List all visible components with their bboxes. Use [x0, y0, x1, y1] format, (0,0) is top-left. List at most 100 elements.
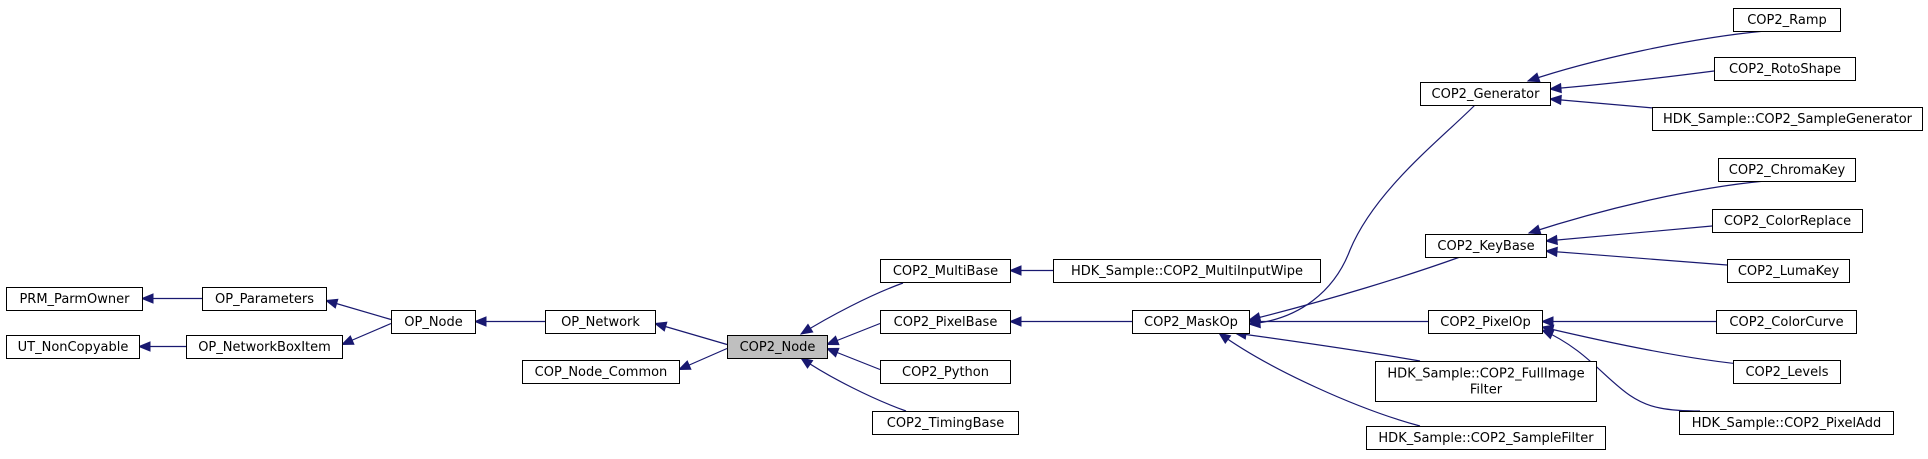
edge-cop2node-pixelbase-arrowhead [825, 335, 840, 346]
edge-generator-ramp-arrowhead [1526, 72, 1541, 83]
edge-opparams-opnode-arrowhead [324, 298, 339, 309]
node-colorcurve[interactable]: COP2_ColorCurve [1716, 310, 1857, 334]
edge-maskop-samplefilter-arrowhead [1217, 332, 1232, 344]
node-box [1712, 209, 1863, 233]
node-samplegen[interactable]: HDK_Sample::COP2_SampleGenerator [1652, 107, 1923, 131]
node-box [1714, 57, 1856, 81]
node-box [880, 310, 1011, 334]
node-label: HDK_Sample::COP2_SampleFilter [1378, 431, 1594, 446]
edge-prm-opparams-arrowhead [140, 293, 154, 304]
edge-generator-samplegen [1549, 98, 1666, 110]
node-python[interactable]: COP2_Python [880, 360, 1011, 384]
node-box [1425, 234, 1547, 258]
edge-maskop-generator [1248, 104, 1476, 325]
node-prm[interactable]: PRM_ParmOwner [6, 287, 143, 311]
edge-pixelop-pixeladd-arrowhead [1540, 329, 1555, 340]
edge-keybase-lumakey [1545, 250, 1728, 266]
node-lumakey[interactable]: COP2_LumaKey [1727, 259, 1850, 283]
node-box [391, 310, 476, 334]
edge-cop2node-python-arrowhead [825, 347, 840, 358]
node-box [1053, 259, 1321, 283]
node-maskop[interactable]: COP2_MaskOp [1132, 310, 1250, 334]
node-label: COP2_Levels [1745, 365, 1828, 380]
node-label: OP_Network [561, 315, 640, 330]
edge-maskop-samplefilter [1218, 332, 1421, 427]
node-pixelbase[interactable]: COP2_PixelBase [880, 310, 1011, 334]
edge-pixelop-pixeladd [1541, 329, 1701, 412]
edges-layer [137, 30, 1766, 427]
node-box [727, 335, 828, 359]
edge-generator-roto [1549, 70, 1715, 90]
node-label: UT_NonCopyable [18, 340, 129, 355]
node-label: COP2_ColorCurve [1729, 315, 1843, 330]
edge-opnet-cop2node [654, 322, 728, 346]
edge-keybase-colorreplace-arrowhead [1544, 234, 1558, 246]
node-label: COP2_Ramp [1747, 13, 1827, 28]
node-label: COP2_Generator [1432, 87, 1541, 102]
node-box [1652, 107, 1923, 131]
node-opnbi[interactable]: OP_NetworkBoxItem [186, 335, 343, 359]
edge-cop2node-multibase-arrowhead [799, 323, 814, 335]
node-label: OP_NetworkBoxItem [198, 340, 331, 355]
node-levels[interactable]: COP2_Levels [1733, 360, 1841, 384]
node-samplefilter[interactable]: HDK_Sample::COP2_SampleFilter [1366, 426, 1606, 450]
node-label: COP2_ColorReplace [1724, 214, 1851, 229]
node-box [1716, 310, 1857, 334]
edge-opnbi-opnode-arrowhead [340, 335, 355, 346]
node-multibase[interactable]: COP2_MultiBase [880, 259, 1011, 283]
node-label: COP2_PixelBase [894, 315, 998, 330]
node-generator[interactable]: COP2_Generator [1420, 82, 1551, 106]
edge-keybase-lumakey-arrowhead [1544, 246, 1558, 258]
node-box [6, 335, 140, 359]
node-opnode[interactable]: OP_Node [391, 310, 476, 334]
edge-pixelop-levels [1541, 326, 1751, 366]
node-opnet[interactable]: OP_Network [545, 310, 656, 334]
node-label: PRM_ParmOwner [19, 292, 130, 307]
node-box [202, 287, 327, 311]
edge-keybase-chroma [1528, 180, 1766, 234]
edge-pixelop-colorcurve-arrowhead [1540, 316, 1554, 327]
node-box [1733, 8, 1841, 32]
node-box [522, 360, 680, 384]
node-keybase[interactable]: COP2_KeyBase [1425, 234, 1547, 258]
node-label: COP_Node_Common [535, 365, 668, 380]
node-ramp[interactable]: COP2_Ramp [1733, 8, 1841, 32]
node-utnc[interactable]: UT_NonCopyable [6, 335, 140, 359]
node-box [880, 259, 1011, 283]
node-cop2node[interactable]: COP2_Node [727, 335, 828, 359]
node-label: HDK_Sample::COP2_PixelAdd [1692, 416, 1881, 431]
node-colorreplace[interactable]: COP2_ColorReplace [1712, 209, 1863, 233]
node-copcommon[interactable]: COP_Node_Common [522, 360, 680, 384]
edge-generator-samplegen-arrowhead [1548, 94, 1562, 106]
node-roto[interactable]: COP2_RotoShape [1714, 57, 1856, 81]
node-label: OP_Parameters [215, 292, 314, 307]
edge-generator-roto-arrowhead [1548, 82, 1562, 94]
node-opparams[interactable]: OP_Parameters [202, 287, 327, 311]
node-label: OP_Node [404, 315, 463, 330]
edge-generator-ramp [1527, 30, 1766, 82]
edge-keybase-chroma-arrowhead [1527, 224, 1542, 235]
node-chroma[interactable]: COP2_ChromaKey [1718, 158, 1856, 182]
edge-maskop-fullimage [1234, 332, 1421, 362]
node-wipe[interactable]: HDK_Sample::COP2_MultiInputWipe [1053, 259, 1321, 283]
edge-maskop-keybase [1248, 256, 1461, 321]
node-box [872, 411, 1019, 435]
node-box [1718, 158, 1856, 182]
node-label: COP2_ChromaKey [1729, 163, 1846, 178]
node-pixeladd[interactable]: HDK_Sample::COP2_PixelAdd [1679, 411, 1894, 435]
node-timingbase[interactable]: COP2_TimingBase [872, 411, 1019, 435]
node-box [1375, 361, 1597, 402]
node-label: COP2_RotoShape [1729, 62, 1841, 77]
node-pixelop[interactable]: COP2_PixelOp [1428, 310, 1543, 334]
node-box [1132, 310, 1250, 334]
node-label: Filter [1470, 383, 1503, 398]
node-label: COP2_MultiBase [893, 264, 998, 279]
edge-cop2node-timingbase [800, 357, 907, 412]
edge-multibase-wipe-arrowhead [1008, 265, 1022, 276]
node-box [1366, 426, 1606, 450]
edge-copcommon-cop2node-arrowhead [677, 360, 692, 371]
node-box [1428, 310, 1543, 334]
